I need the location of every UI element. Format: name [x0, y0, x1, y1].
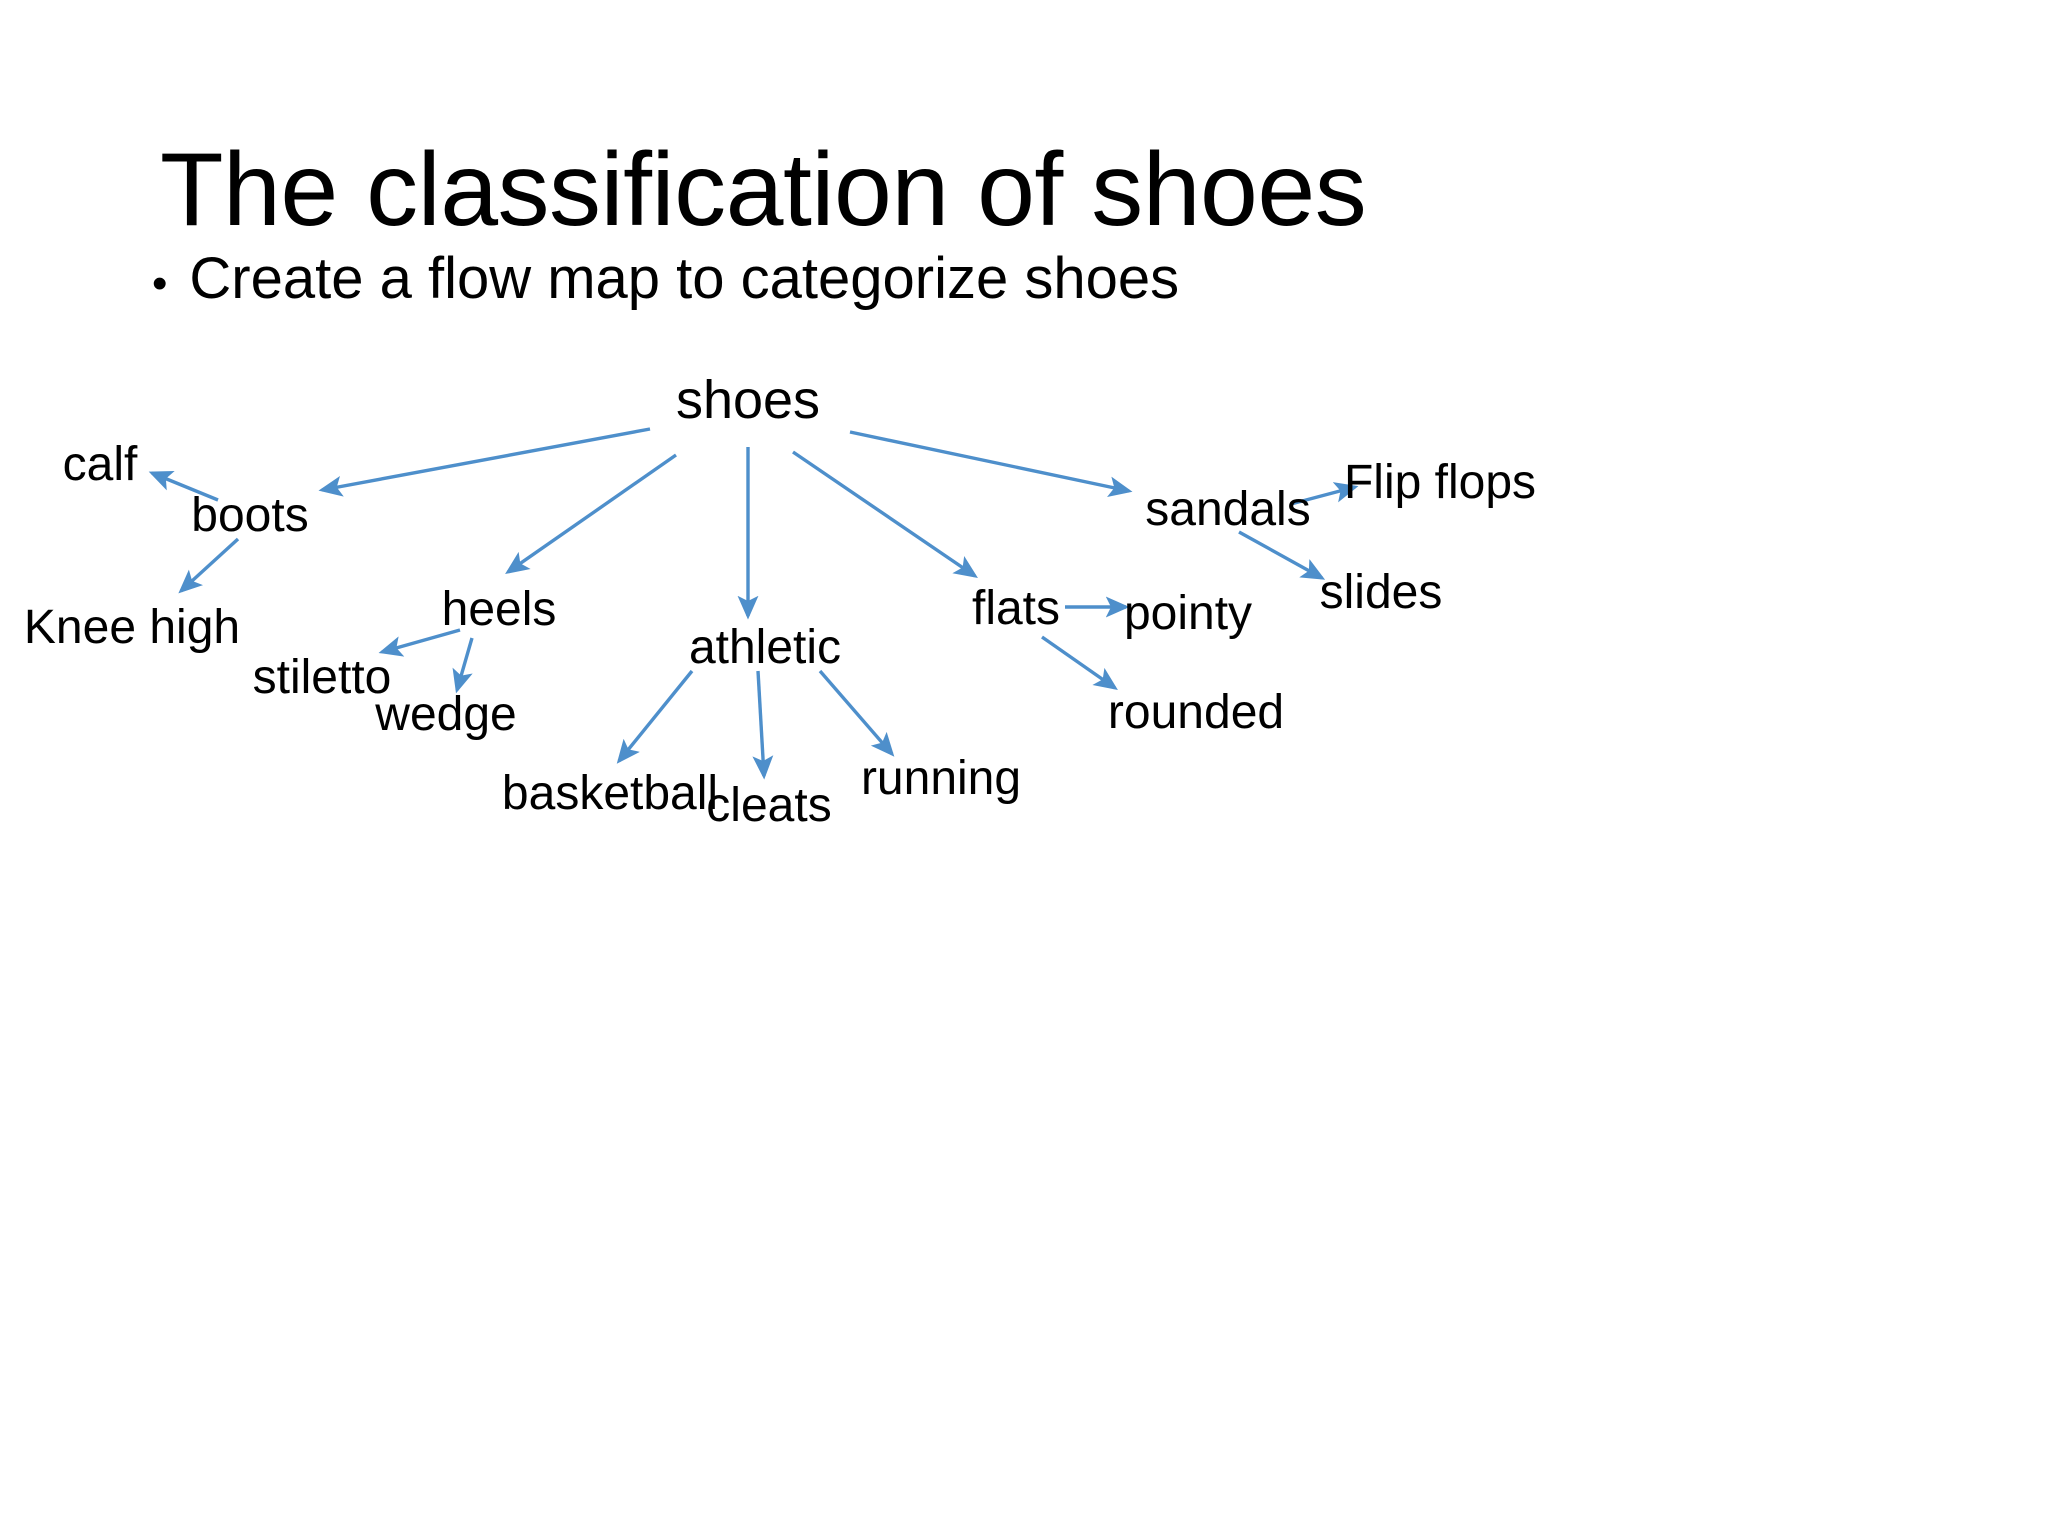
bullet-dot-icon: • [152, 259, 168, 308]
flow-node-cleats: cleats [706, 779, 832, 832]
flow-edge-athletic-to-basketball [616, 669, 694, 764]
bullet-text: Create a flow map to categorize shoes [189, 246, 1180, 311]
flow-node-pointy: pointy [1123, 587, 1253, 640]
page-title: The classification of shoes [160, 131, 1367, 248]
flow-node-stiletto: stiletto [252, 651, 392, 704]
flow-edge-flats-to-rounded [1041, 635, 1118, 691]
flow-edge-heels-to-wedge [452, 637, 474, 694]
flow-edge-shoes-to-sandals [849, 430, 1133, 498]
flow-node-slides: slides [1319, 566, 1443, 619]
flow-node-rounded: rounded [1107, 686, 1285, 739]
flow-edge-sandals-to-slides [1238, 530, 1326, 580]
flow-node-athletic: athletic [688, 621, 842, 674]
list-item: • Create a flow map to categorize shoes [152, 244, 1179, 314]
flow-node-calf: calf [62, 438, 138, 491]
flow-edge-shoes-to-heels [505, 453, 677, 575]
flow-edge-athletic-to-cleats [752, 670, 774, 780]
flow-node-boots: boots [191, 489, 309, 542]
flow-node-heels: heels [441, 583, 557, 636]
flow-edge-shoes-to-boots [318, 427, 651, 497]
flow-edge-shoes-to-flats [792, 450, 978, 579]
flow-node-flipflops: Flip flops [1343, 456, 1537, 509]
flow-edge-athletic-to-running [818, 669, 895, 757]
flow-edge-sandals-to-flipflops [1290, 482, 1359, 506]
flow-edge-boots-to-calf [148, 470, 219, 502]
flow-node-shoes: shoes [675, 370, 821, 430]
flow-edge-heels-to-stiletto [378, 628, 461, 657]
flow-node-kneehigh: Knee high [23, 601, 241, 654]
flow-node-wedge: wedge [375, 688, 517, 741]
flow-node-basketball: basketball [501, 767, 719, 820]
flow-node-flats: flats [971, 582, 1061, 635]
bullet-list: • Create a flow map to categorize shoes [152, 244, 1179, 314]
flow-edge-boots-to-kneehigh [178, 537, 240, 594]
flow-node-sandals: sandals [1145, 483, 1311, 536]
flow-node-running: running [860, 752, 1022, 805]
